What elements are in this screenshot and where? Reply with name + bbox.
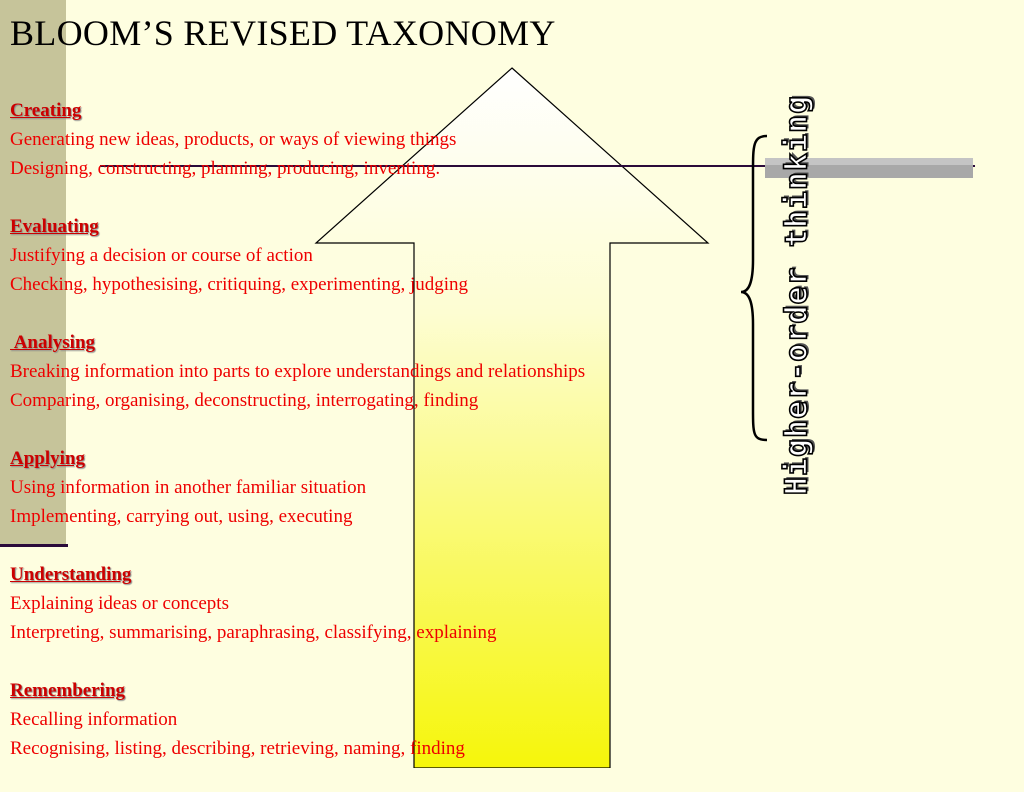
level-description: Recalling information xyxy=(10,709,178,730)
level-verbs: Checking, hypothesising, critiquing, exp… xyxy=(10,274,469,295)
left-accent-bar xyxy=(0,0,66,545)
level-understanding: Understanding Explaining ideas or concep… xyxy=(10,560,585,647)
level-evaluating: Evaluating Justifying a decision or cour… xyxy=(10,212,585,299)
level-description: Explaining ideas or concepts xyxy=(10,593,229,614)
level-verbs: Interpreting, summarising, paraphrasing,… xyxy=(10,622,497,643)
level-heading: Remembering xyxy=(10,680,126,701)
curly-brace-icon xyxy=(740,134,768,442)
level-applying: Applying Using information in another fa… xyxy=(10,444,585,531)
level-creating: Creating Generating new ideas, products,… xyxy=(10,96,585,183)
level-verbs: Recognising, listing, describing, retrie… xyxy=(10,738,465,759)
left-accent-underline xyxy=(0,544,68,547)
level-remembering: Remembering Recalling information Recogn… xyxy=(10,676,585,763)
level-heading: Creating xyxy=(10,100,82,121)
level-description: Breaking information into parts to explo… xyxy=(10,361,586,382)
taxonomy-levels: Creating Generating new ideas, products,… xyxy=(10,96,585,792)
level-verbs: Designing, constructing, planning, produ… xyxy=(10,158,441,179)
level-verbs: Implementing, carrying out, using, execu… xyxy=(10,506,353,527)
gray-accent-bar xyxy=(765,158,973,178)
up-arrow-icon xyxy=(314,67,710,768)
higher-order-thinking-label: Higher-order thinking xyxy=(779,94,816,496)
horizontal-rule xyxy=(100,165,975,167)
level-heading: Analysing xyxy=(10,332,96,353)
page-title: BLOOM’S REVISED TAXONOMY xyxy=(10,13,556,53)
level-heading: Evaluating xyxy=(10,216,99,237)
level-verbs: Comparing, organising, deconstructing, i… xyxy=(10,390,479,411)
level-heading: Applying xyxy=(10,448,85,469)
level-analysing: Analysing Breaking information into part… xyxy=(10,328,585,415)
level-heading: Understanding xyxy=(10,564,132,585)
level-description: Generating new ideas, products, or ways … xyxy=(10,129,457,150)
level-description: Justifying a decision or course of actio… xyxy=(10,245,313,266)
level-description: Using information in another familiar si… xyxy=(10,477,367,498)
